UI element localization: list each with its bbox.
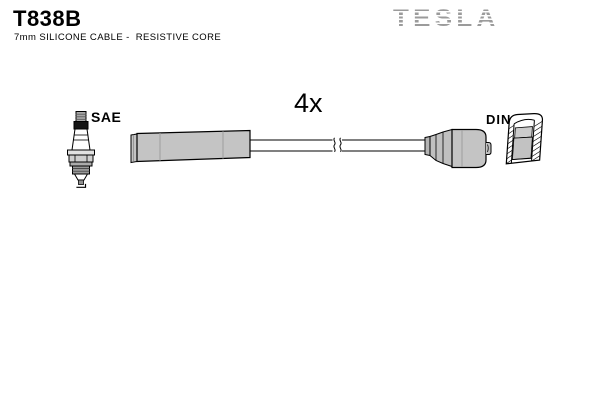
part-number: T838B bbox=[13, 6, 82, 31]
section-hatching bbox=[506, 120, 543, 164]
din-terminal-label: DIN bbox=[486, 112, 512, 127]
quantity-label: 4x bbox=[294, 88, 323, 118]
cable-wire-illustration bbox=[250, 137, 425, 153]
spark-plug-illustration bbox=[67, 111, 95, 188]
cable-right-plug-illustration bbox=[424, 128, 492, 169]
part-subtitle: 7mm SILICONE CABLE - RESISTIVE CORE bbox=[14, 32, 222, 43]
cable-left-boot-illustration bbox=[130, 129, 251, 164]
sae-terminal-label: SAE bbox=[91, 109, 122, 125]
din-terminal-illustration bbox=[505, 113, 544, 165]
